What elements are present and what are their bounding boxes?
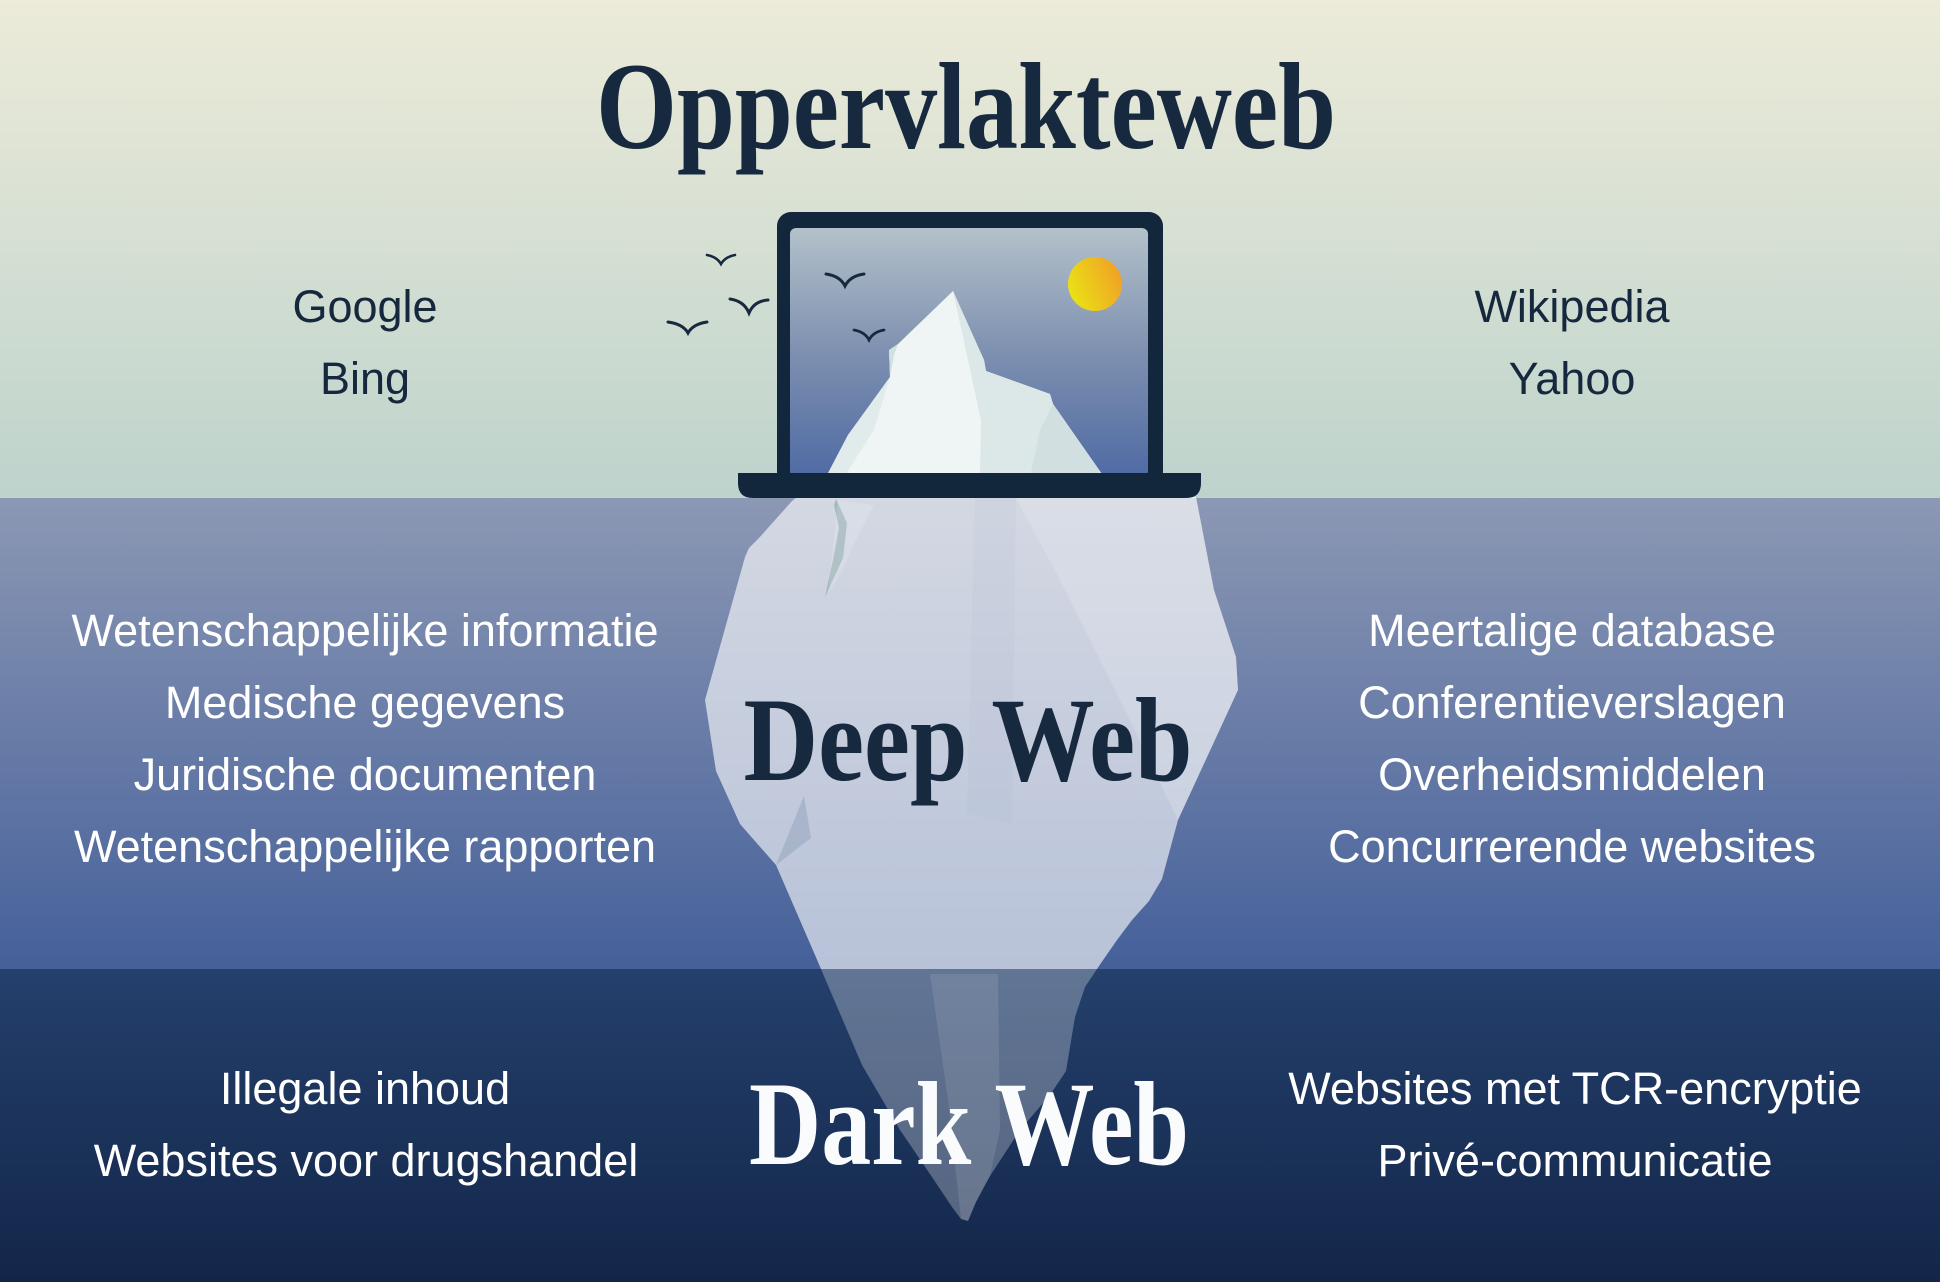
svg-text:Overheidsmiddelen: Overheidsmiddelen [1378, 749, 1766, 800]
svg-text:Google: Google [292, 281, 437, 332]
svg-text:Medische gegevens: Medische gegevens [165, 677, 565, 728]
svg-text:Websites voor drugshandel: Websites voor drugshandel [94, 1135, 638, 1186]
svg-text:Conferentieverslagen: Conferentieverslagen [1358, 677, 1786, 728]
svg-text:Yahoo: Yahoo [1509, 353, 1636, 404]
svg-text:Dark Web: Dark Web [749, 1057, 1189, 1190]
svg-text:Oppervlakteweb: Oppervlakteweb [596, 38, 1336, 175]
svg-text:Meertalige database: Meertalige database [1368, 605, 1776, 656]
svg-text:Illegale inhoud: Illegale inhoud [220, 1063, 510, 1114]
svg-text:Bing: Bing [320, 353, 410, 404]
svg-text:Privé-communicatie: Privé-communicatie [1377, 1135, 1772, 1186]
svg-text:Concurrerende websites: Concurrerende websites [1328, 821, 1816, 872]
svg-text:Websites met TCR-encryptie: Websites met TCR-encryptie [1288, 1063, 1862, 1114]
svg-text:Wetenschappelijke informatie: Wetenschappelijke informatie [72, 605, 659, 656]
svg-text:Juridische documenten: Juridische documenten [134, 749, 597, 800]
svg-text:Wetenschappelijke rapporten: Wetenschappelijke rapporten [74, 821, 656, 872]
svg-text:Wikipedia: Wikipedia [1474, 281, 1670, 332]
svg-text:Deep Web: Deep Web [744, 673, 1193, 806]
